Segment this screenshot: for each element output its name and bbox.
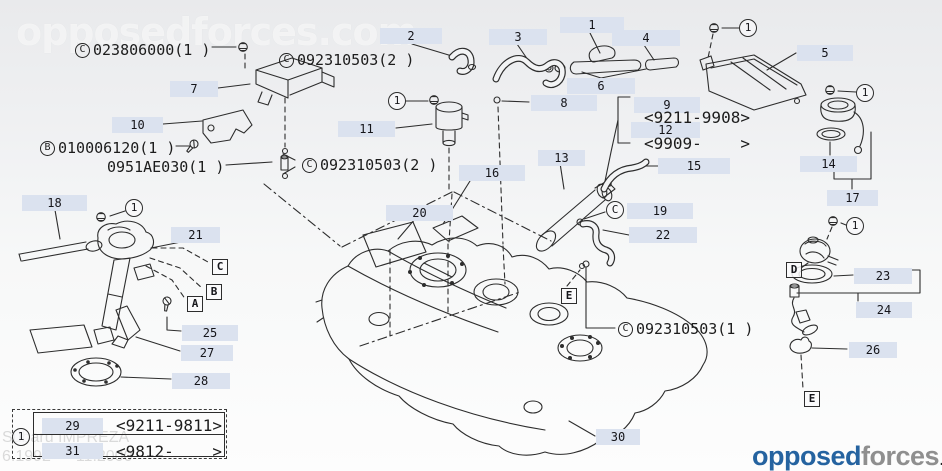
part-number-text: 010006120(1 ) [58,139,176,157]
ref-letter-box-A: A [187,296,203,312]
fuel-pump-assembly-drawing [18,220,155,387]
part-number-text: 023806000(1 ) [93,41,211,59]
date-range: <9909- > [644,134,750,153]
callout-18[interactable]: 18 [22,195,87,211]
callout-26[interactable]: 26 [849,342,897,358]
callout-20[interactable]: 20 [386,205,453,221]
callout-16[interactable]: 16 [459,165,525,181]
callout-4[interactable]: 4 [612,30,680,46]
ref-letter-box-D: D [786,262,802,278]
callout-27[interactable]: 27 [181,345,233,361]
callout-3[interactable]: 3 [489,29,547,45]
circled-ref-1: 1 [856,84,874,102]
hoses-drawing [448,47,566,104]
part-prefix-badge: C [302,157,317,173]
ref-letter-box-E: E [561,288,577,304]
filler-pipe-drawing [535,158,650,270]
callout-2[interactable]: 2 [380,28,442,44]
circled-ref-1: 1 [388,92,406,110]
sending-unit-drawing [789,236,839,354]
callout-1[interactable]: 1 [560,17,624,33]
part-prefix-badge: B [40,140,55,156]
callout-9[interactable]: 9 [634,97,700,113]
callout-30[interactable]: 30 [596,429,640,445]
callout-29[interactable]: 29 [42,418,103,434]
part-prefix-badge: C [279,52,294,68]
part-number-text: 092310503(2 ) [297,51,415,69]
callout-6[interactable]: 6 [567,78,635,94]
part-prefix-badge: C [618,321,633,337]
callout-7[interactable]: 7 [170,81,218,97]
callout-10[interactable]: 10 [112,117,163,133]
callout-8[interactable]: 8 [531,95,597,111]
callout-23[interactable]: 23 [854,268,912,284]
ref-letter-box-E: E [804,391,820,407]
date-range: <9211-9811> [116,416,222,435]
part-prefix-badge: C [75,42,90,58]
callout-28[interactable]: 28 [172,373,230,389]
legend-table-divider [33,434,225,435]
site-logo[interactable]: opposedforces.com [752,441,942,471]
part-number-text: 092310503(1 ) [636,320,754,338]
circled-ref-1: 1 [846,217,864,235]
callout-31[interactable]: 31 [42,443,103,459]
callout-13[interactable]: 13 [538,150,585,166]
site-logo-com: .com [939,449,942,470]
circled-ref-1: 1 [12,428,30,446]
site-logo-opposed: opposed [752,441,862,471]
date-range: <9812- > [116,442,222,461]
callout-25[interactable]: 25 [182,325,238,341]
circled-ref-1: 1 [739,19,757,37]
circled-ref-1: 1 [125,199,143,217]
site-logo-forces: forces [861,441,940,471]
callout-15[interactable]: 15 [658,158,730,174]
heat-shield-drawing [699,54,807,111]
fuel-cap-drawing [816,97,864,155]
vent-valve-drawing [435,101,469,147]
callout-14[interactable]: 14 [800,156,857,172]
ref-letter-box-B: B [206,284,222,300]
part-number-text: 0951AE030(1 ) [107,158,225,176]
date-range: <9211-9908> [644,108,750,127]
callout-12[interactable]: 12 [631,122,700,138]
callout-5[interactable]: 5 [797,45,853,61]
part-number-text: 092310503(2 ) [320,156,438,174]
callout-11[interactable]: 11 [338,121,395,137]
part-number-label: 0951AE030(1 ) [107,158,224,176]
callout-22[interactable]: 22 [629,227,697,243]
callout-24[interactable]: 24 [856,302,912,318]
leader-lines [54,27,921,437]
circled-ref-C: C [606,201,624,219]
fuel-tank-drawing [315,215,708,456]
ref-letter-box-C: C [212,259,228,275]
callout-17[interactable]: 17 [827,190,878,206]
callout-21[interactable]: 21 [171,227,220,243]
callout-19[interactable]: 19 [627,203,693,219]
